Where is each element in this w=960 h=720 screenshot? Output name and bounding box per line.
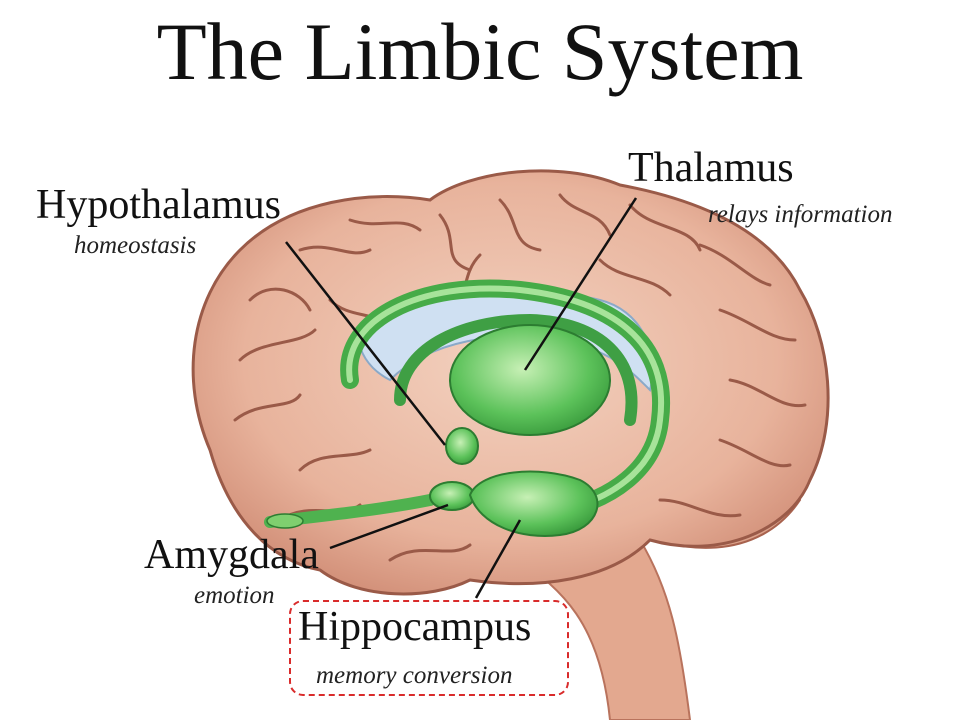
thalamus-structure — [449, 324, 611, 436]
brain-stem — [517, 538, 692, 720]
hippocampus-structure — [468, 470, 599, 537]
hippocampus-label: Hippocampus — [298, 604, 532, 650]
thalamus-leader — [523, 197, 638, 371]
hypothalamus-leader — [285, 241, 446, 446]
amygdala-function: emotion — [194, 582, 275, 609]
amygdala-structure — [429, 481, 475, 511]
amygdala-label: Amygdala — [144, 532, 319, 578]
cingulate-arch — [394, 313, 638, 426]
figure-title: The Limbic System — [156, 6, 804, 97]
brain-folds — [233, 193, 807, 562]
hypothalamus-structure — [445, 427, 479, 465]
amygdala-leader — [329, 503, 449, 550]
hippocampus-highlight-box — [289, 600, 569, 696]
hippocampus-leader — [474, 519, 522, 599]
thalamus-function: relays information — [708, 201, 893, 228]
hypothalamus-function: homeostasis — [74, 232, 197, 259]
thalamus-label: Thalamus — [628, 145, 794, 191]
leader-lines — [285, 197, 638, 599]
olfactory-bulb — [266, 513, 304, 529]
hypothalamus-label: Hypothalamus — [36, 182, 281, 228]
hippocampus-function: memory conversion — [316, 662, 513, 689]
